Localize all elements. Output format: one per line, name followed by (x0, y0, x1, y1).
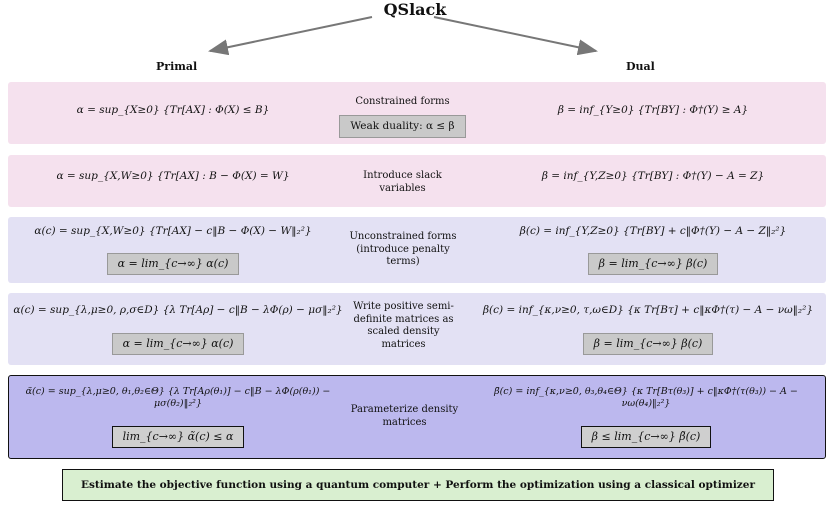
primal-equation: α = sup_{X,W≥0} {Tr[AX] : B − Φ(X) = W} (56, 170, 290, 182)
row-parameterize: α̃(c) = sup_{λ,μ≥0, θ₁,θ₂∈Θ} {λ Tr[Aρ(θ₁… (8, 375, 826, 459)
row-slack: α = sup_{X,W≥0} {Tr[AX] : B − Φ(X) = W} … (8, 155, 826, 207)
dual-equation: β(c) = inf_{Y,Z≥0} {Tr[BY] + c‖Φ†(Y) − A… (519, 225, 787, 237)
dual-limit-box: β = lim_{c→∞} β(c) (582, 333, 714, 355)
primal-equation: α(c) = sup_{λ,μ≥0, ρ,σ∈D} {λ Tr[Aρ] − c‖… (13, 304, 343, 316)
dual-equation: β = inf_{Y,Z≥0} {Tr[BY] : Φ†(Y) − A = Z} (541, 170, 765, 182)
dual-limit-box: β = lim_{c→∞} β(c) (587, 253, 719, 275)
step-label: Introduce slack variables (363, 170, 442, 194)
arrow-to-primal (208, 16, 373, 56)
arrow-to-dual (433, 16, 598, 56)
primal-equation: α(c) = sup_{X,W≥0} {Tr[AX] − c‖B − Φ(X) … (34, 225, 312, 237)
dual-equation: β̃(c) = inf_{κ,ν≥0, θ₃,θ₄∈Θ} {κ Tr[Bτ(θ₃… (494, 386, 798, 409)
dual-equation: β = inf_{Y≥0} {Tr[BY] : Φ†(Y) ≥ A} (557, 104, 749, 116)
primal-equation: α = sup_{X≥0} {Tr[AX] : Φ(X) ≤ B} (76, 104, 270, 116)
row-constrained: α = sup_{X≥0} {Tr[AX] : Φ(X) ≤ B} Constr… (8, 82, 826, 144)
primal-heading: Primal (156, 60, 198, 73)
weak-duality-badge: Weak duality: α ≤ β (339, 115, 466, 139)
split-arrows (208, 16, 598, 56)
diagram-title: QSlack (383, 0, 447, 19)
step-label: Unconstrained forms (introduce penalty t… (349, 231, 457, 267)
step-label: Parameterize density matrices (350, 404, 459, 428)
dual-equation: β(c) = inf_{κ,ν≥0, τ,ω∈D} {κ Tr[Bτ] + c‖… (482, 304, 814, 316)
dual-bound-box: β ≤ lim_{c→∞} β̃(c) (580, 426, 712, 448)
footer-summary: Estimate the objective function using a … (62, 469, 774, 501)
step-label: Constrained forms (355, 96, 450, 107)
row-density-matrices: α(c) = sup_{λ,μ≥0, ρ,σ∈D} {λ Tr[Aρ] − c‖… (8, 293, 826, 365)
primal-limit-box: α = lim_{c→∞} α(c) (106, 253, 240, 275)
primal-limit-box: α = lim_{c→∞} α(c) (111, 333, 245, 355)
primal-equation: α̃(c) = sup_{λ,μ≥0, θ₁,θ₂∈Θ} {λ Tr[Aρ(θ₁… (25, 386, 331, 409)
step-label: Write positive semi-definite matrices as… (353, 301, 454, 350)
primal-bound-box: lim_{c→∞} α̃(c) ≤ α (111, 426, 245, 448)
dual-heading: Dual (626, 60, 655, 73)
row-unconstrained: α(c) = sup_{X,W≥0} {Tr[AX] − c‖B − Φ(X) … (8, 217, 826, 283)
